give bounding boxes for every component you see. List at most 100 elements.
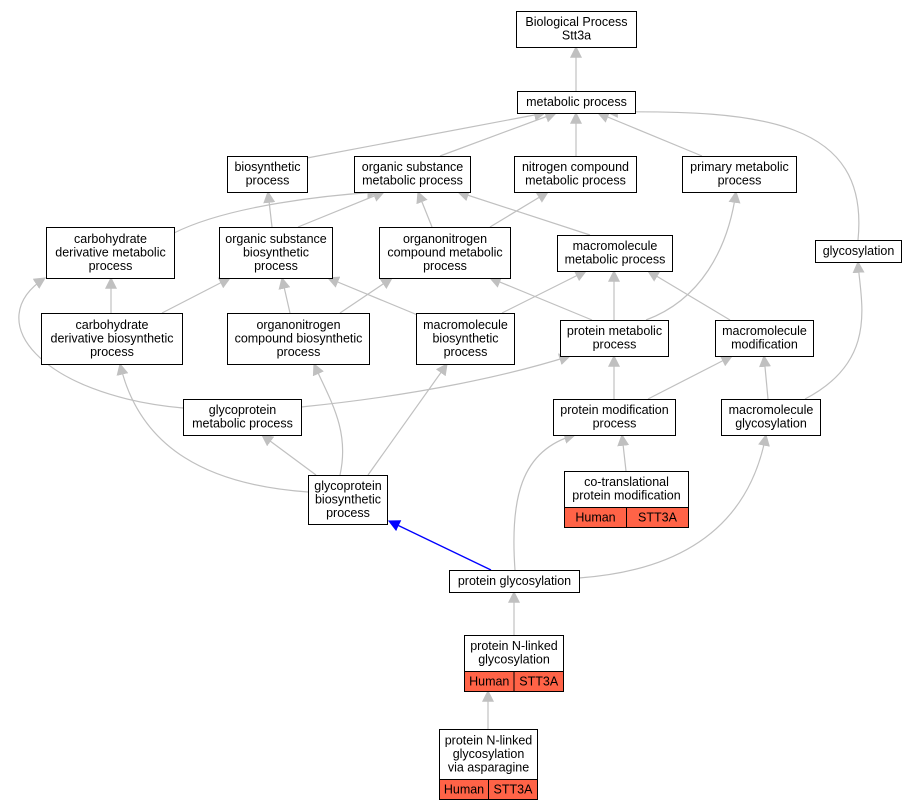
node-label-line: process	[277, 345, 321, 359]
node-box	[46, 227, 175, 279]
edge-macromolecule_modification-to-macromolecule_metabolic	[646, 270, 731, 321]
node-label-line: metabolic process	[192, 417, 293, 431]
edge-glycoprotein_metabolic-to-carb_deriv_metabolic	[18, 277, 184, 409]
node-label-line: derivative biosynthetic	[51, 331, 174, 345]
node-label-line: biosynthetic	[432, 331, 498, 345]
edge-organonitrogen_metabolic-to-organic_sub_metabolic	[416, 190, 433, 228]
edge-organonitrogen_biosynthetic-to-organic_sub_biosynthetic	[278, 276, 291, 314]
node-box	[564, 471, 689, 508]
node-label-line: Stt3a	[562, 29, 591, 43]
edge-macromolecule_biosynthetic-to-organic_sub_biosynthetic	[326, 276, 421, 317]
edge-glycosylation-to-metabolic	[605, 105, 860, 241]
gene-label: STT3A	[519, 675, 559, 689]
node-box	[464, 635, 564, 672]
node-protein-glycosylation[interactable]: protein glycosylation	[449, 570, 580, 593]
node-label-line: process	[90, 345, 134, 359]
node-label-line: compound biosynthetic	[235, 331, 363, 345]
node-label-line: organic substance	[225, 232, 327, 246]
node-box	[560, 320, 669, 357]
node-glycosylation[interactable]: glycosylation	[815, 240, 902, 263]
node-label-line: macromolecule	[573, 239, 658, 253]
node-box	[557, 235, 673, 272]
node-label-line: glycosylation	[823, 244, 895, 258]
node-label-line: process	[246, 174, 290, 188]
edge-primary_metabolic-to-metabolic	[596, 111, 703, 157]
edge-protein_metabolic-to-primary_metabolic	[645, 190, 741, 321]
node-label-line: protein N-linked	[470, 639, 558, 653]
edge-glycoprotein_biosynthetic-to-glycoprotein_metabolic	[261, 434, 317, 476]
node-box	[41, 313, 183, 365]
node-label-line: macromolecule	[423, 318, 508, 332]
node-label-line: protein modification	[572, 489, 680, 503]
node-label-line: biosynthetic	[315, 492, 381, 506]
edge-organic_sub_biosynthetic-to-organic_sub_metabolic	[297, 190, 386, 228]
edge-glycoprotein_biosynthetic-to-carb_deriv_biosynthetic	[116, 362, 309, 493]
edge-macromolecule_glycosylation-to-glycosylation	[804, 260, 865, 400]
node-box	[354, 156, 471, 193]
node-label-line: metabolic process	[526, 95, 627, 109]
edge-protein_modification-to-macromolecule_modification	[647, 355, 734, 400]
node-label-line: carbohydrate	[74, 232, 147, 246]
edge-organic_sub_metabolic-to-metabolic	[439, 111, 558, 157]
node-label-line: protein N-linked	[445, 733, 533, 747]
node-label-line: process	[423, 259, 467, 273]
node-box	[227, 156, 308, 193]
edge-glycoprotein_biosynthetic-to-macromolecule_biosynthetic	[367, 363, 448, 476]
node-metabolic[interactable]: metabolic process	[517, 91, 636, 114]
species-label: Human	[444, 783, 484, 797]
node-label-line: process	[593, 417, 637, 431]
node-label-line: carbohydrate	[76, 318, 149, 332]
node-box	[715, 320, 814, 357]
node-label-line: glycosylation	[735, 417, 807, 431]
node-label-line: process	[254, 259, 298, 273]
node-label-line: protein glycosylation	[458, 574, 571, 588]
node-label-line: metabolic process	[565, 253, 666, 267]
edge-carb_deriv_biosynthetic-to-organic_sub_biosynthetic	[161, 277, 232, 314]
node-label-line: glycosylation	[453, 747, 525, 761]
node-label-line: nitrogen compound	[522, 160, 629, 174]
node-box	[682, 156, 797, 193]
node-box	[308, 475, 388, 525]
gene-cell	[626, 507, 689, 528]
node-label-line: compound metabolic	[387, 245, 502, 259]
node-label-line: metabolic process	[525, 174, 626, 188]
node-label-line: primary metabolic	[690, 160, 789, 174]
node-label-line: glycoprotein	[314, 479, 381, 493]
node-label-line: biosynthetic	[234, 160, 300, 174]
node-box	[227, 313, 370, 365]
node-label-line: macromolecule	[729, 403, 814, 417]
node-label-line: process	[89, 259, 133, 273]
node-box	[183, 399, 302, 436]
node-label-line: protein metabolic	[567, 324, 662, 338]
node-box	[514, 156, 637, 193]
node-box	[517, 91, 636, 114]
edges-layer	[18, 45, 865, 729]
edge-carb_deriv_metabolic-to-organic_sub_metabolic	[173, 186, 380, 234]
edge-biosynthetic-to-metabolic	[306, 109, 547, 159]
node-label-line: glycoprotein	[209, 403, 276, 417]
node-box	[416, 313, 515, 365]
